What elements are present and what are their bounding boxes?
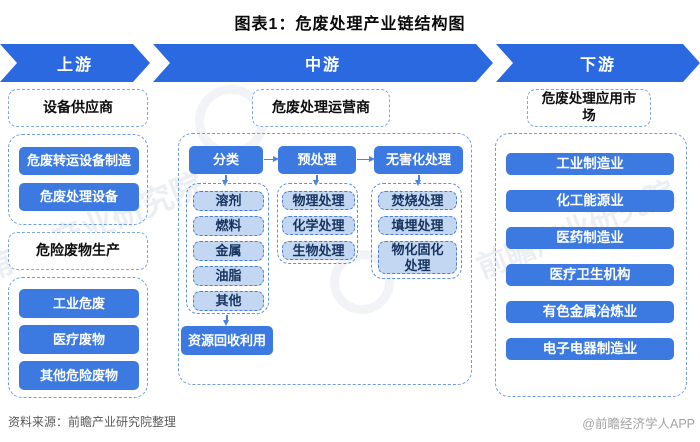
downstream-industries-group: 工业制造业 化工能源业 医药制造业 医疗卫生机构 有色金属冶炼业 电子电器制造业 [495,133,687,397]
banner-segment-midstream: 中游 [153,44,493,82]
harmless-sublist: 焚烧处理 填埋处理 物化固化处理 [371,183,462,279]
source-note: 资料来源：前瞻产业研究院整理 [8,415,177,429]
item-landfill: 填埋处理 [378,216,457,235]
item-other: 其他 [193,291,264,311]
arrow-classify-down [222,175,228,186]
item-grease: 油脂 [193,266,264,286]
node-industry-pharma: 医药制造业 [506,227,674,249]
item-fuel: 燃料 [193,216,264,236]
node-industry-nonferrous: 有色金属冶炼业 [506,301,674,323]
node-equipment-1: 危废转运设备制造 [19,147,139,175]
diagram-title: 图表1：危废处理产业链结构图 [234,16,466,33]
arrow-pretreat-to-harmless [357,155,375,162]
item-incineration: 焚烧处理 [378,191,457,210]
upstream-waste-group: 工业危废 医疗废物 其他危险废物 [8,277,148,398]
stage-harmless: 无害化处理 [374,146,463,174]
stage-pretreat: 预处理 [278,146,356,174]
midstream-process-group: 分类 预处理 无害化处理 溶剂 燃料 金属 油脂 其他 物理处理 化学处理 生物… [178,133,472,385]
node-waste-3: 其他危险废物 [19,361,139,390]
node-industry-manufacturing: 工业制造业 [506,153,674,175]
banner-segment-downstream: 下游 [496,44,700,82]
item-chemical: 化学处理 [282,216,355,235]
node-industry-electronics: 电子电器制造业 [506,338,674,360]
classify-sublist: 溶剂 燃料 金属 油脂 其他 [186,183,269,314]
item-physical: 物理处理 [282,191,355,210]
item-solvent: 溶剂 [193,191,264,211]
arrow-other-to-recycle [223,315,229,326]
midstream-operator-box: 危废处理运营商 [252,89,390,127]
arrow-pretreat-down [313,175,319,186]
item-solidification: 物化固化处理 [378,241,457,274]
arrow-harmless-down [415,175,421,186]
node-equipment-2: 危废处理设备 [19,183,139,211]
node-recycle: 资源回收利用 [181,326,273,355]
stage-classify: 分类 [189,146,263,174]
node-waste-2: 医疗废物 [19,325,139,354]
pretreat-sublist: 物理处理 化学处理 生物处理 [277,183,358,264]
item-metal: 金属 [193,241,264,261]
upstream-supplier-box: 设备供应商 [8,89,148,127]
banner-segment-upstream: 上游 [0,44,150,82]
credit-note: @前瞻经济学人APP [582,417,695,431]
downstream-market-box: 危废处理应用市场 [527,89,651,127]
item-biological: 生物处理 [282,241,355,260]
arrow-classify-to-pretreat [264,155,279,162]
node-waste-1: 工业危废 [19,289,139,318]
upstream-producer-box: 危险废物生产 [8,232,148,270]
node-industry-chemical-energy: 化工能源业 [506,190,674,212]
node-industry-medical: 医疗卫生机构 [506,264,674,286]
upstream-equipment-group: 危废转运设备制造 危废处理设备 [8,134,148,225]
